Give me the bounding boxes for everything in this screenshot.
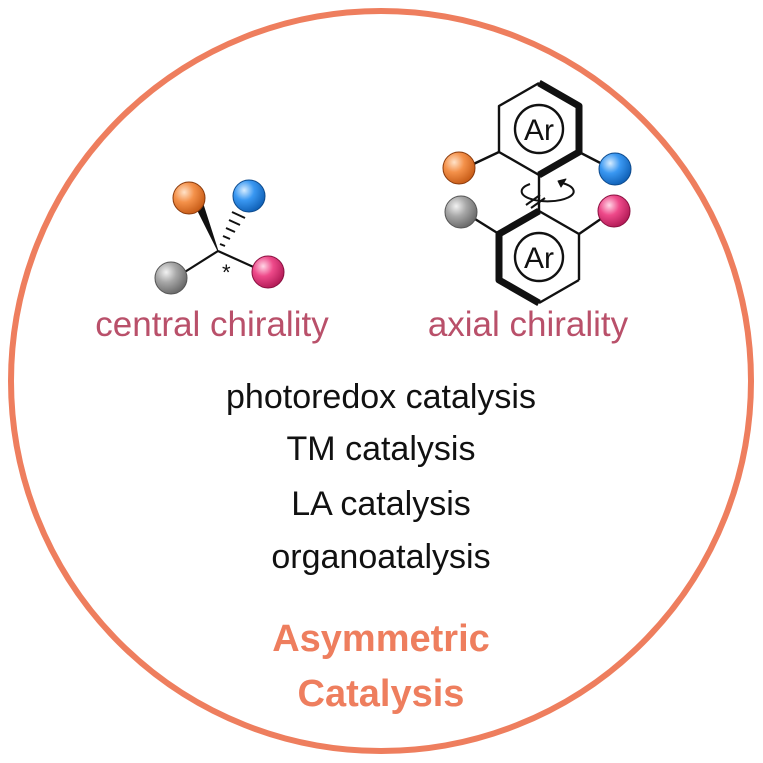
stereo-mark: * — [222, 260, 231, 285]
catalysis-item-organo: organoatalysis — [271, 538, 491, 576]
central-chirality-label: central chirality — [95, 305, 329, 344]
top-aryl-ring — [497, 79, 583, 179]
top-ring-label: Ar — [524, 114, 554, 147]
hashed-bond — [219, 211, 246, 247]
title-line-2: Catalysis — [297, 673, 465, 715]
title-line-1: Asymmetric — [272, 618, 490, 660]
gray-ball — [154, 261, 188, 295]
bottom-ring-label: Ar — [524, 242, 554, 275]
catalysis-item-la: LA catalysis — [291, 485, 471, 523]
pink-ball — [597, 194, 631, 228]
blue-ball — [232, 179, 266, 213]
orange-ball — [442, 151, 476, 185]
axial-chirality-label: axial chirality — [427, 305, 629, 344]
axial-chirality-structure — [464, 79, 611, 307]
bond-left — [179, 250, 219, 276]
catalysis-item-tm: TM catalysis — [286, 430, 476, 468]
orange-ball — [172, 181, 206, 215]
blue-ball — [598, 152, 632, 186]
catalysis-item-photoredox: photoredox catalysis — [226, 378, 536, 416]
rotation-arrow — [520, 182, 575, 203]
gray-ball — [444, 195, 478, 229]
outer-circle-border — [8, 8, 754, 754]
pink-ball — [251, 255, 285, 289]
bond-right — [217, 249, 259, 271]
